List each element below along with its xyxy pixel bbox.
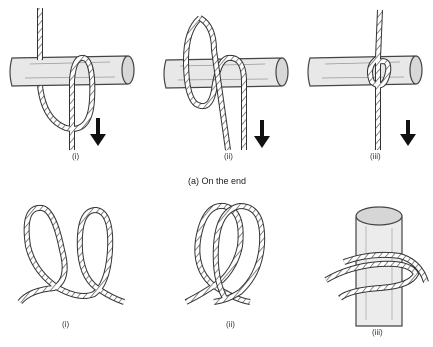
panel-label-top-2: (ii): [224, 152, 233, 161]
panel-label-top-1: (i): [72, 152, 79, 161]
panel-top-2: [164, 18, 288, 150]
panel-label-bottom-1: (i): [62, 320, 69, 329]
panel-bottom-2: [186, 206, 262, 302]
panel-top-3: [308, 10, 422, 150]
caption-top: (a) On the end: [188, 176, 246, 186]
down-arrow-icon: [254, 120, 270, 148]
panel-top-1: [10, 8, 134, 150]
down-arrow-icon: [90, 118, 106, 146]
panel-label-bottom-2: (ii): [226, 320, 235, 329]
panel-bottom-1: [20, 208, 124, 302]
down-arrow-icon: [400, 120, 416, 146]
rope: [370, 10, 388, 150]
panel-label-top-3: (iii): [370, 152, 381, 161]
panel-label-bottom-3: (iii): [372, 328, 383, 337]
wooden-pole: [308, 56, 422, 86]
panel-bottom-3: [326, 207, 426, 326]
wooden-pole: [164, 58, 288, 88]
